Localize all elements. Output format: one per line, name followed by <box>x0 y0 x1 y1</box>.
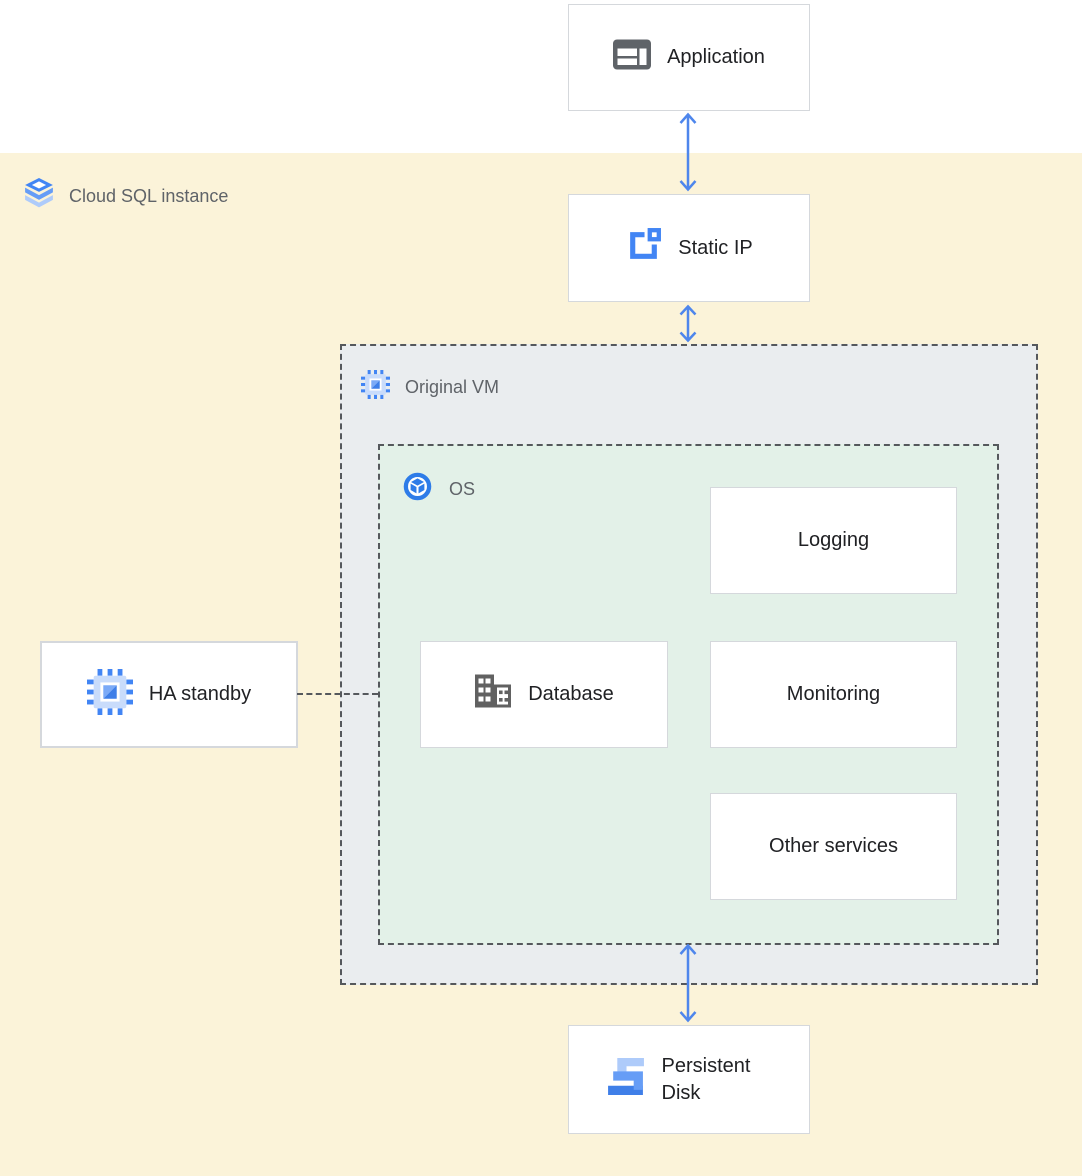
persistent-disk-node: Persistent Disk <box>568 1025 810 1134</box>
monitoring-node: Monitoring <box>710 641 957 748</box>
cloud-sql-instance-header: Cloud SQL instance <box>25 178 228 214</box>
os-header: OS <box>402 471 475 507</box>
persistent-disk-icon <box>605 1056 646 1103</box>
other-services-label: Other services <box>769 835 898 857</box>
os-label: OS <box>449 478 476 499</box>
ha-standby-to-original-vm-connector <box>297 693 378 695</box>
application-to-static-ip-arrow <box>677 112 699 197</box>
cloud-sql-icon <box>25 178 53 214</box>
persistent-disk-label: Persistent Disk <box>661 1054 751 1104</box>
database-node: Database <box>420 641 668 748</box>
ha-standby-node: HA standby <box>40 641 298 748</box>
monitoring-label: Monitoring <box>786 683 881 705</box>
original-vm-header: Original VM <box>361 370 499 404</box>
logging-label: Logging <box>797 529 870 551</box>
logging-node: Logging <box>710 487 957 594</box>
static-ip-to-original-vm-arrow <box>677 304 699 348</box>
os-icon <box>402 471 433 507</box>
application-node: Application <box>568 4 810 111</box>
database-label: Database <box>528 683 614 705</box>
compute-engine-chip-icon <box>86 668 133 721</box>
ha-standby-label: HA standby <box>148 683 252 705</box>
application-label: Application <box>667 46 765 68</box>
compute-engine-chip-icon <box>361 370 390 404</box>
other-services-node: Other services <box>710 793 957 900</box>
static-ip-node: Static IP <box>568 194 810 302</box>
static-ip-icon <box>625 227 662 270</box>
cloud-sql-instance-label: Cloud SQL instance <box>69 185 229 206</box>
database-building-icon <box>474 674 512 715</box>
original-vm-label: Original VM <box>405 376 500 397</box>
static-ip-label: Static IP <box>678 236 753 259</box>
os-to-persistent-disk-arrow <box>677 943 699 1028</box>
application-window-icon <box>613 39 652 76</box>
